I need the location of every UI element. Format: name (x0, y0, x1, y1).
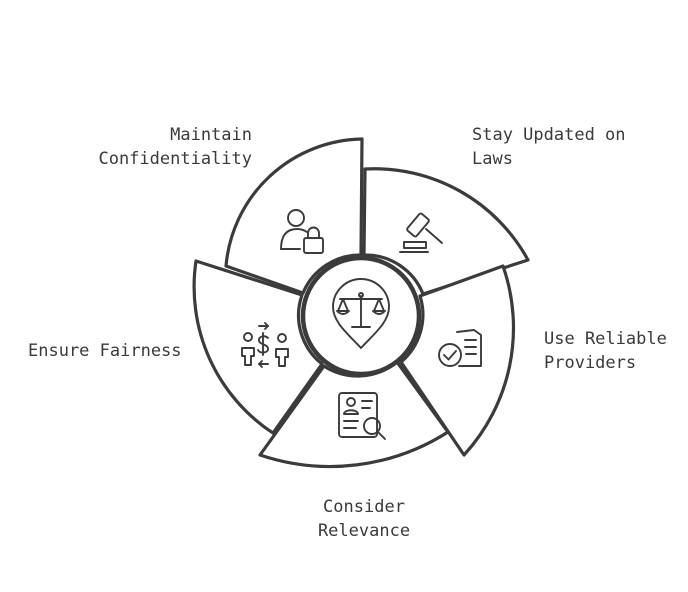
candidate-profile-search-icon (338, 392, 386, 440)
label-ensure-fairness: Ensure Fairness (28, 341, 182, 361)
user-lock-icon (280, 209, 324, 254)
label-use-reliable-providers: Use Reliable Providers (544, 329, 667, 373)
segment-laws (362, 167, 530, 296)
scales-of-justice-icon (332, 278, 390, 349)
label-maintain-confidentiality: Maintain Confidentiality (98, 125, 252, 169)
label-stay-updated-on-laws: Stay Updated on Laws (472, 125, 626, 169)
checked-document-icon (438, 329, 482, 367)
gavel-icon (399, 212, 443, 253)
label-consider-relevance: Consider Relevance (317, 497, 411, 541)
segment-providers (399, 264, 516, 457)
segment-confidentiality (224, 137, 364, 295)
people-money-exchange-icon (241, 322, 289, 368)
segment-fairness (192, 259, 324, 435)
